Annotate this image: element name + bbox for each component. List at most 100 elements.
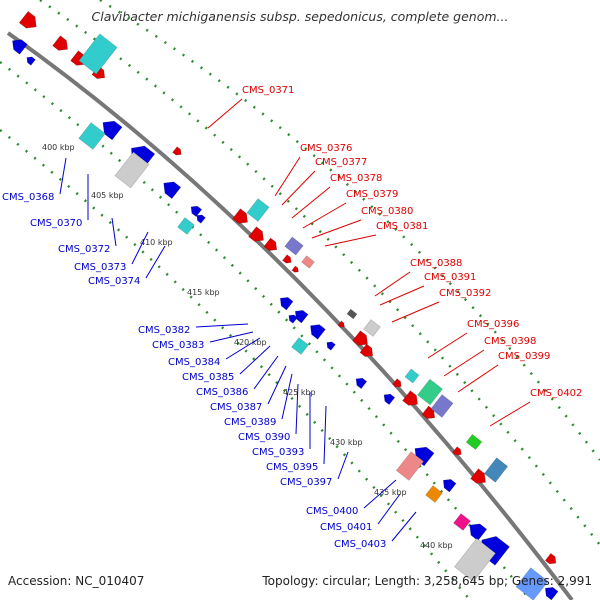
label-leader-line (337, 451, 349, 480)
label-leader-line (391, 301, 440, 323)
label-leader-line (274, 156, 301, 197)
label-leader-line (281, 170, 316, 206)
guide-ring-2 (99, 0, 600, 461)
reverse-gene-arrow-0 (12, 39, 28, 55)
label-leader-line (59, 157, 67, 195)
orange-feature-box (425, 485, 443, 503)
reverse-gene-arrow-5 (190, 205, 203, 218)
label-leader-line (267, 365, 287, 405)
label-leader-line (195, 323, 249, 328)
label-leader-line (291, 186, 331, 219)
gene-label-reverse: CMS_0393 (252, 447, 304, 458)
label-leader-line (295, 383, 299, 435)
reverse-gene-arrow-11 (288, 314, 298, 324)
reverse-gene-arrow-8 (294, 310, 309, 324)
label-leader-line (457, 364, 499, 393)
gene-label-reverse: CMS_0403 (334, 539, 386, 550)
label-leader-line (311, 219, 362, 239)
gene-label-reverse: CMS_0390 (238, 432, 290, 443)
reverse-gene-arrow-10 (326, 341, 336, 351)
label-leader-line (239, 345, 271, 375)
gene-label-reverse: CMS_0397 (280, 477, 332, 488)
gene-label-forward: CMS_0398 (484, 336, 536, 347)
accession-text: Accession: NC_010407 (8, 574, 145, 588)
forward-gene-arrow-17 (337, 320, 345, 328)
label-leader-line (131, 231, 149, 265)
gene-label-reverse: CMS_0400 (306, 506, 358, 517)
forward-gene-arrow-0 (18, 10, 37, 29)
forward-gene-arrow-11 (359, 343, 374, 357)
label-leader-line (209, 331, 254, 343)
label-leader-line (427, 332, 468, 359)
reverse-gene-arrow-13 (383, 393, 396, 406)
gene-label-forward: CMS_0388 (410, 258, 462, 269)
guide-ring-0 (0, 61, 531, 600)
label-leader-line (323, 405, 327, 465)
scale-tick-label: 430 kbp (330, 438, 363, 447)
reverse-gene-arrow-7 (279, 297, 294, 311)
gene-label-reverse: CMS_0382 (138, 325, 190, 336)
purple-feature-box (430, 394, 454, 418)
topology-text: Topology: circular; Length: 3,258,645 bp… (262, 574, 592, 588)
gene-label-reverse: CMS_0389 (224, 417, 276, 428)
label-leader-line (111, 217, 117, 247)
forward-gene-arrow-1 (52, 35, 68, 51)
gray-feature-box (363, 319, 381, 337)
forward-gene-arrow-3 (91, 65, 106, 79)
forward-gene-arrow-9 (291, 265, 299, 273)
steelblue-feature-box (483, 457, 509, 483)
gene-label-forward: CMS_0392 (439, 288, 491, 299)
label-leader-line (324, 234, 377, 247)
scale-tick-label: 420 kbp (234, 338, 267, 347)
gene-label-reverse: CMS_0385 (182, 372, 234, 383)
gene-label-reverse: CMS_0372 (58, 244, 110, 255)
gene-label-reverse: CMS_0395 (266, 462, 318, 473)
gene-label-forward: CMS_0378 (330, 173, 382, 184)
reverse-gene-arrow-18 (544, 587, 559, 600)
forward-gene-arrow-10 (352, 330, 368, 346)
reverse-gene-arrow-4 (163, 181, 182, 200)
reverse-gene-arrow-2 (102, 120, 123, 141)
cyan-feature-box (78, 122, 106, 150)
gray-feature-box (454, 538, 496, 582)
label-leader-line (207, 98, 243, 129)
scale-tick-label: 405 kbp (91, 191, 124, 200)
gene-label-reverse: CMS_0374 (88, 276, 140, 287)
gene-label-forward: CMS_0371 (242, 85, 294, 96)
gene-label-reverse: CMS_0401 (320, 522, 372, 533)
lightblue-feature-box (515, 567, 549, 600)
cyan-feature-box (246, 198, 270, 222)
pink-feature-box (395, 451, 425, 481)
reverse-gene-arrow-12 (355, 377, 368, 390)
gene-label-forward: CMS_0379 (346, 189, 398, 200)
darkgray-feature-box (346, 308, 358, 320)
forward-gene-arrow-15 (470, 468, 486, 484)
forward-gene-arrow-4 (172, 146, 182, 156)
forward-gene-arrow-8 (282, 254, 292, 264)
green-feature-box (417, 378, 443, 406)
gene-label-reverse: CMS_0373 (74, 262, 126, 273)
label-leader-line (391, 511, 417, 542)
purple-feature-box (284, 236, 304, 256)
label-leader-line (379, 285, 425, 306)
label-leader-line (377, 493, 401, 525)
cyan-feature-box (404, 368, 420, 384)
gene-label-reverse: CMS_0384 (168, 357, 220, 368)
green-feature-box (465, 433, 483, 451)
label-leader-line (489, 401, 531, 427)
gene-label-forward: CMS_0399 (498, 351, 550, 362)
scale-tick-label: 425 kbp (283, 388, 316, 397)
label-leader-line (225, 337, 261, 360)
forward-gene-arrow-5 (232, 208, 248, 224)
label-leader-line (145, 245, 166, 279)
pink-feature-box (301, 255, 315, 269)
reverse-gene-arrow-6 (196, 214, 206, 224)
gene-label-forward: CMS_0381 (376, 221, 428, 232)
label-leader-line (281, 373, 293, 420)
reverse-gene-arrow-1 (26, 56, 36, 66)
gene-label-reverse: CMS_0383 (152, 340, 204, 351)
label-leader-line (302, 202, 347, 229)
reverse-gene-arrow-16 (469, 523, 488, 542)
scale-tick-label: 435 kbp (374, 488, 407, 497)
forward-gene-arrow-14 (452, 446, 462, 456)
